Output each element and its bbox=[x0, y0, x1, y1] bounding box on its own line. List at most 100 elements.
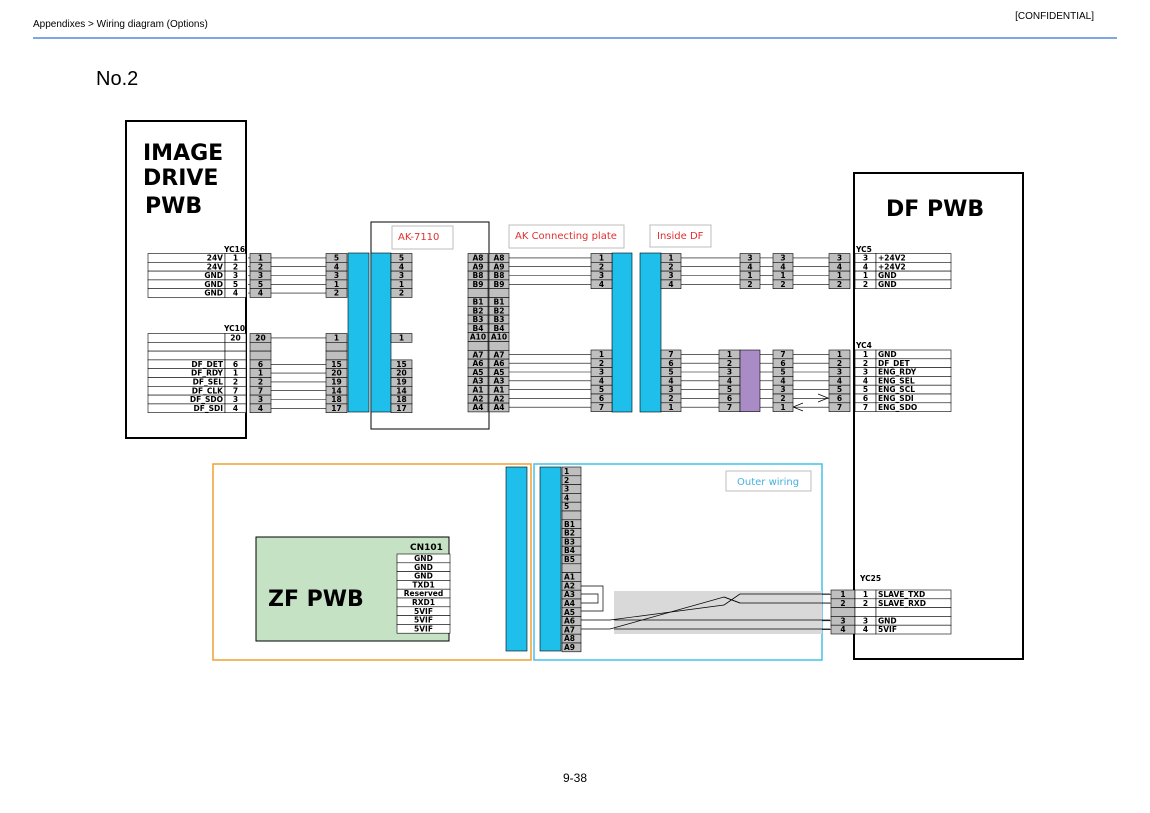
ak-a-col2-cell: B2 bbox=[488, 305, 510, 316]
insidedf-bot-c3-text: 7 bbox=[837, 403, 842, 412]
yc4-signal-cell: DF_DET bbox=[875, 358, 952, 368]
zf-conn-text: 1 bbox=[564, 467, 569, 476]
yc16-pin-cell: 2 bbox=[224, 261, 247, 272]
insidedf-top-in-text: 2 bbox=[668, 262, 673, 271]
yc4-signal-text: ENG_SDO bbox=[878, 403, 917, 412]
yc5-label: YC5 bbox=[855, 245, 872, 254]
ak-left-top-cell: 2 bbox=[390, 288, 413, 298]
harness-bar-1 bbox=[347, 252, 370, 413]
insidedf-relay-r-text: 6 bbox=[780, 359, 785, 368]
yc10-relay2-cell: 1 bbox=[325, 333, 348, 343]
yc10-relay1-text: 1 bbox=[258, 369, 263, 378]
ak-a-col1-text: A4 bbox=[472, 403, 483, 412]
svg-text:Inside DF: Inside DF bbox=[657, 231, 704, 242]
ak-left-bot-cell: 14 bbox=[390, 385, 413, 396]
yc10-pin-cell: 1 bbox=[224, 368, 247, 378]
insidedf-bot-c3-cell: 1 bbox=[828, 349, 851, 360]
harness-bar-2 bbox=[370, 252, 392, 413]
yc16-relay2-cell: 1 bbox=[325, 279, 348, 289]
image-drive-title-1: IMAGE bbox=[143, 141, 223, 166]
yc16-pin-text: 1 bbox=[233, 254, 238, 263]
ak-a-col2-text: A9 bbox=[493, 262, 504, 271]
ak-a-col1-text: B4 bbox=[473, 324, 484, 333]
insidedf-bot-c3-cell: 7 bbox=[828, 402, 851, 412]
ak-a-col1-text: B3 bbox=[473, 315, 484, 324]
ak-left-bot-cell: 18 bbox=[390, 394, 413, 405]
yc4-signal-cell: ENG_RDY bbox=[875, 367, 952, 377]
insidedf-bot-c3-text: 6 bbox=[837, 394, 842, 403]
yc4-signal-text: ENG_SDI bbox=[878, 394, 914, 403]
insidedf-relay-r-text: 5 bbox=[780, 368, 785, 377]
insidedf-top-in-text: 4 bbox=[668, 280, 673, 289]
tag-inside-df: Inside DF bbox=[649, 224, 712, 248]
yc4-pin-text: 3 bbox=[863, 368, 868, 377]
ak-left-bot-text: 20 bbox=[396, 369, 406, 378]
cn101-signal-text: GND bbox=[414, 563, 433, 572]
insidedf-top-c2-cell: 3 bbox=[772, 253, 794, 263]
insidedf-top-c1-cell: 2 bbox=[739, 279, 761, 289]
yc25-in-text: 2 bbox=[840, 599, 845, 608]
crossover-wire bbox=[581, 585, 604, 612]
zf-conn-cell bbox=[561, 510, 582, 521]
svg-text:AK Connecting plate: AK Connecting plate bbox=[515, 231, 617, 242]
yc16-relay1-cell: 1 bbox=[249, 253, 272, 263]
yc10-relay2-cell: 14 bbox=[325, 385, 348, 396]
insidedf-top-c2-cell: 4 bbox=[772, 261, 794, 272]
ak-left-top-text: 5 bbox=[399, 254, 404, 263]
yc5-signal-text: GND bbox=[878, 280, 897, 289]
yc16-relay2-text: 3 bbox=[334, 271, 339, 280]
yc10-relay1-text: 20 bbox=[255, 334, 265, 343]
yc5-signal-text: +24V2 bbox=[878, 254, 906, 263]
insidedf-top-in-cell: 1 bbox=[660, 253, 682, 263]
ak-a-col2-text: A1 bbox=[493, 386, 504, 395]
yc4-pin-cell: 5 bbox=[854, 384, 877, 395]
harness-bar-5 bbox=[505, 466, 528, 652]
yc5-signal-text: GND bbox=[878, 271, 897, 280]
ak-a-col1-cell: A3 bbox=[467, 376, 489, 386]
ak-a-col1-cell: A4 bbox=[467, 402, 489, 413]
insidedf-bot-c3-text: 1 bbox=[837, 350, 842, 359]
cn101-signal-cell: RXD1 bbox=[396, 597, 451, 608]
insidedf-top-c1-cell: 3 bbox=[739, 253, 761, 263]
yc10-signal-text: DF_SDO bbox=[190, 395, 223, 404]
harness-bar-4 bbox=[639, 252, 662, 413]
yc25-in-cell: 2 bbox=[830, 598, 856, 608]
yc10-pin-cell: 20 bbox=[224, 333, 247, 343]
ak-a-col1-cell: A6 bbox=[467, 358, 489, 369]
yc5-pin-text: 4 bbox=[863, 262, 868, 271]
insidedf-bot-c3-cell: 5 bbox=[828, 384, 851, 395]
ak-a-col2-text: B8 bbox=[494, 271, 505, 280]
yc16-relay2-text: 4 bbox=[334, 262, 339, 271]
insidedf-relay-l-text: 5 bbox=[727, 385, 732, 394]
ak-left-top-text: 3 bbox=[399, 271, 404, 280]
zf-conn-cell bbox=[561, 563, 582, 573]
yc10-pin-cell: 4 bbox=[224, 403, 247, 413]
zf-conn-text: A4 bbox=[564, 599, 575, 608]
insidedf-bot-in-cell: 2 bbox=[660, 393, 682, 404]
yc10-relay1-cell: 7 bbox=[249, 385, 272, 396]
insidedf-top-c1-text: 3 bbox=[747, 254, 752, 263]
yc25-signal-cell: GND bbox=[875, 616, 952, 626]
akplate-bot-cell: 1 bbox=[590, 349, 613, 360]
page-label: No.2 bbox=[96, 68, 139, 90]
insidedf-bot-in-text: 2 bbox=[668, 394, 673, 403]
ak-a-col1-text: A7 bbox=[472, 350, 483, 359]
ak-a-col1-text: A9 bbox=[472, 262, 483, 271]
akplate-top-cell: 2 bbox=[590, 261, 613, 272]
tag-ak7110: AK-7110 bbox=[391, 225, 454, 250]
insidedf-relay-l-text: 1 bbox=[727, 350, 732, 359]
insidedf-relay-l-cell: 6 bbox=[718, 393, 741, 404]
yc25-signal-cell: SLAVE_TXD bbox=[875, 589, 952, 600]
yc16-relay2-text: 1 bbox=[334, 280, 339, 289]
insidedf-relay-r-text: 3 bbox=[780, 385, 785, 394]
ak-a-col1-text: B9 bbox=[473, 280, 484, 289]
insidedf-relay-r-text: 7 bbox=[780, 350, 785, 359]
yc25-signal-text: GND bbox=[878, 616, 897, 625]
zf-conn-text: A2 bbox=[564, 581, 575, 590]
yc10-pin-text: 4 bbox=[233, 404, 238, 413]
ak-a-col1-cell bbox=[467, 288, 489, 298]
cn101-signal-text: 5VIF bbox=[414, 624, 433, 633]
ak-a-col2-cell: A7 bbox=[488, 349, 510, 360]
insidedf-relay-r-cell: 3 bbox=[772, 384, 794, 395]
